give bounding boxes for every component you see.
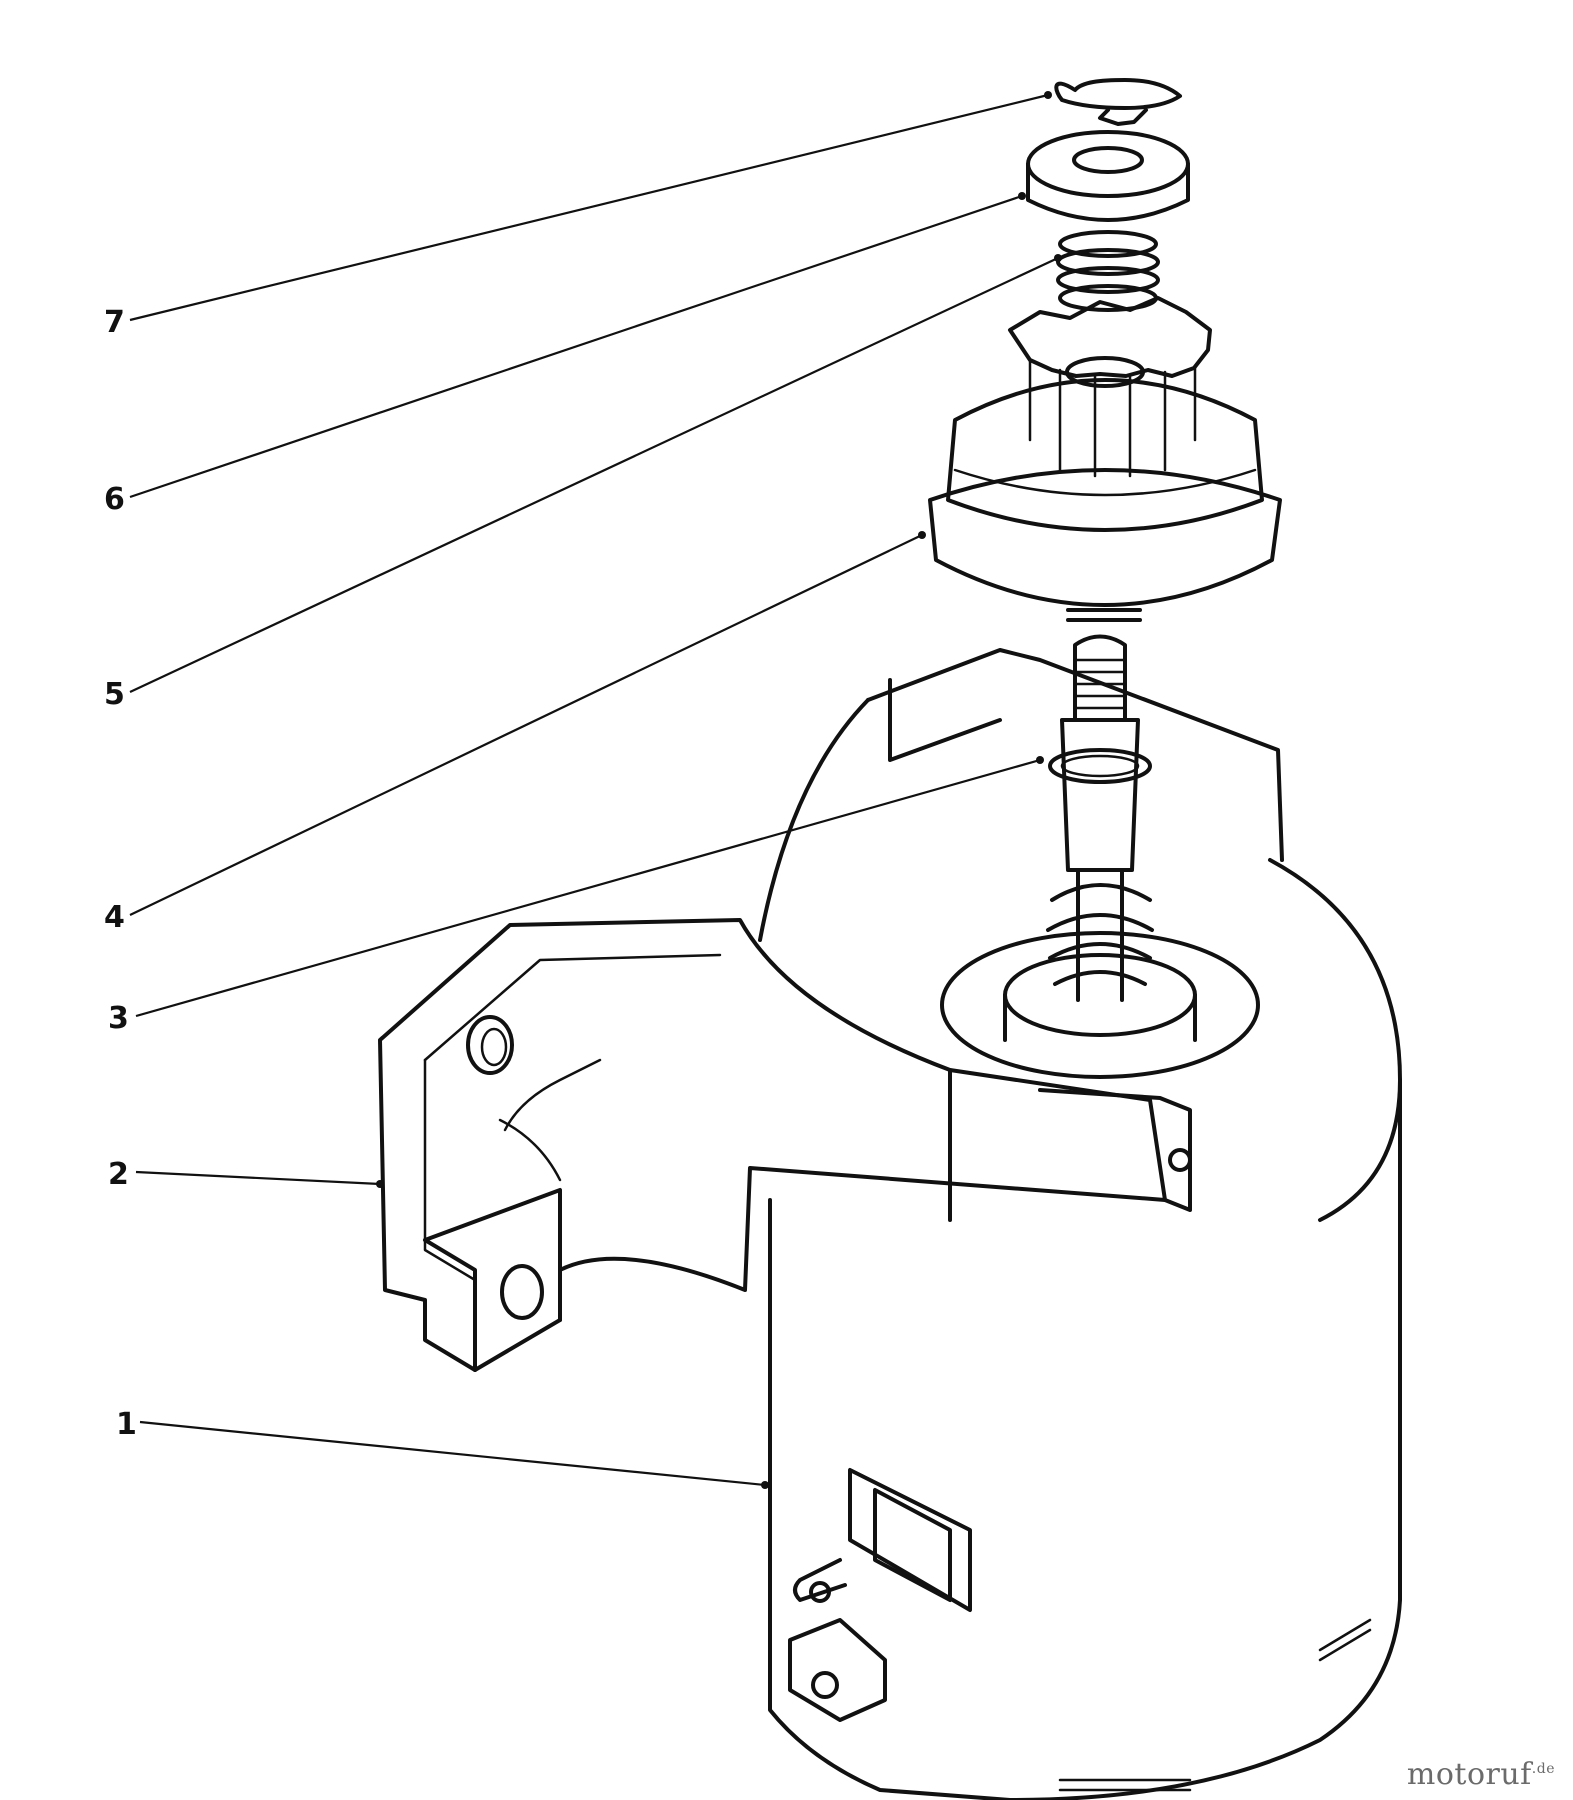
callout-5: 5 bbox=[104, 677, 125, 712]
callout-2: 2 bbox=[108, 1157, 129, 1192]
leader-1 bbox=[139, 1420, 766, 1487]
leader-5 bbox=[129, 257, 1059, 693]
retaining-ring-drawing bbox=[1054, 78, 1182, 126]
callout-4: 4 bbox=[104, 900, 125, 935]
callout-1: 1 bbox=[116, 1407, 137, 1442]
pinion-gear-drawing bbox=[928, 296, 1282, 622]
site-watermark: motoruf.de bbox=[1407, 1757, 1555, 1792]
callout-7: 7 bbox=[104, 305, 125, 340]
stop-nut-drawing bbox=[1026, 130, 1190, 222]
watermark-suffix: .de bbox=[1531, 1761, 1555, 1777]
leader-6 bbox=[129, 194, 1023, 499]
mounting-bracket-drawing bbox=[378, 918, 1192, 1372]
armature-shaft-drawing bbox=[1046, 634, 1154, 1002]
callout-3: 3 bbox=[108, 1001, 129, 1036]
leader-3 bbox=[135, 758, 1041, 1018]
spring-drawing bbox=[1056, 230, 1160, 312]
starter-motor-drawing bbox=[758, 648, 1402, 1800]
leader-lines bbox=[129, 91, 1062, 1489]
callout-6: 6 bbox=[104, 482, 125, 517]
watermark-brand: motoruf bbox=[1406, 1757, 1532, 1792]
leader-7 bbox=[129, 93, 1049, 322]
leader-4 bbox=[129, 534, 923, 916]
leader-2 bbox=[135, 1170, 381, 1186]
